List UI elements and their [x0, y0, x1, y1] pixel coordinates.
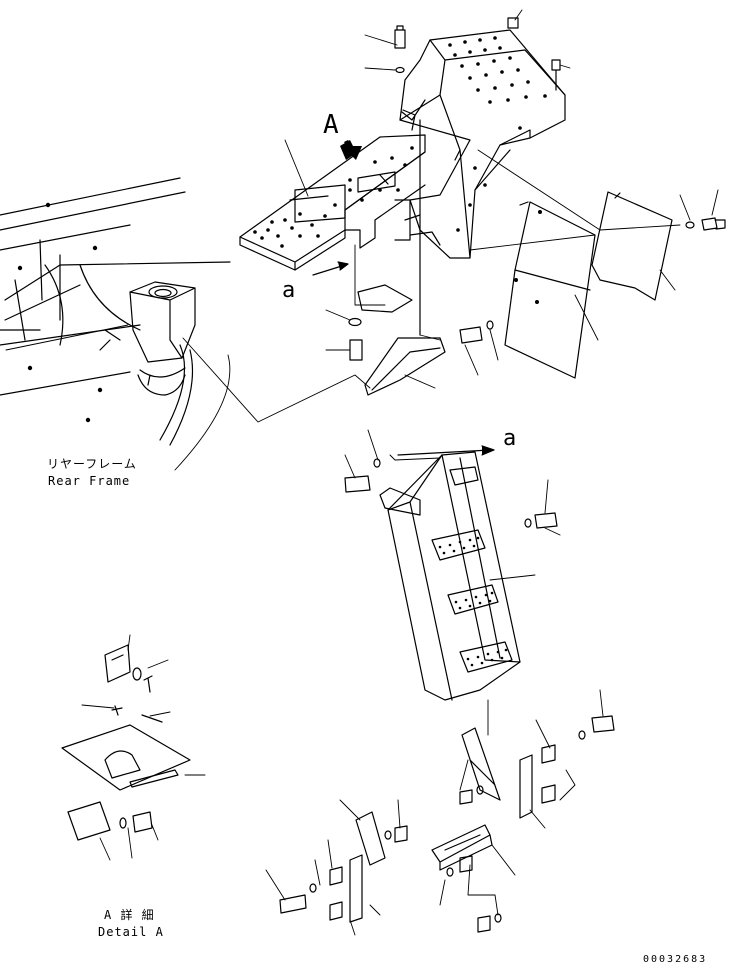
detail-a-parts — [61, 644, 191, 841]
perforation-dots — [253, 36, 547, 248]
small-plates — [357, 284, 446, 396]
ladder — [379, 451, 521, 701]
view-label-a: A — [323, 110, 339, 140]
lower-brackets — [329, 727, 556, 923]
rear-frame — [0, 177, 231, 446]
upper-step-arm — [399, 29, 566, 259]
rear-frame-label-en: Rear Frame — [48, 474, 131, 488]
leader-lines — [5, 9, 719, 936]
ladder-tread-dots — [438, 536, 508, 667]
view-arrow-a — [340, 140, 362, 160]
drawing-number: 00032683 — [643, 954, 708, 965]
guard-plates — [504, 191, 673, 379]
rear-frame-label-jp: リヤーフレーム — [47, 457, 137, 471]
detail-a-label-en: Detail A — [98, 925, 164, 939]
fasteners — [279, 17, 726, 933]
arrow-label-a-upper: a — [282, 278, 296, 303]
arrow-label-a-lower: a — [503, 426, 517, 451]
detail-a-label-jp: A 詳 細 — [104, 908, 155, 922]
arrow-a-lower — [312, 261, 495, 456]
